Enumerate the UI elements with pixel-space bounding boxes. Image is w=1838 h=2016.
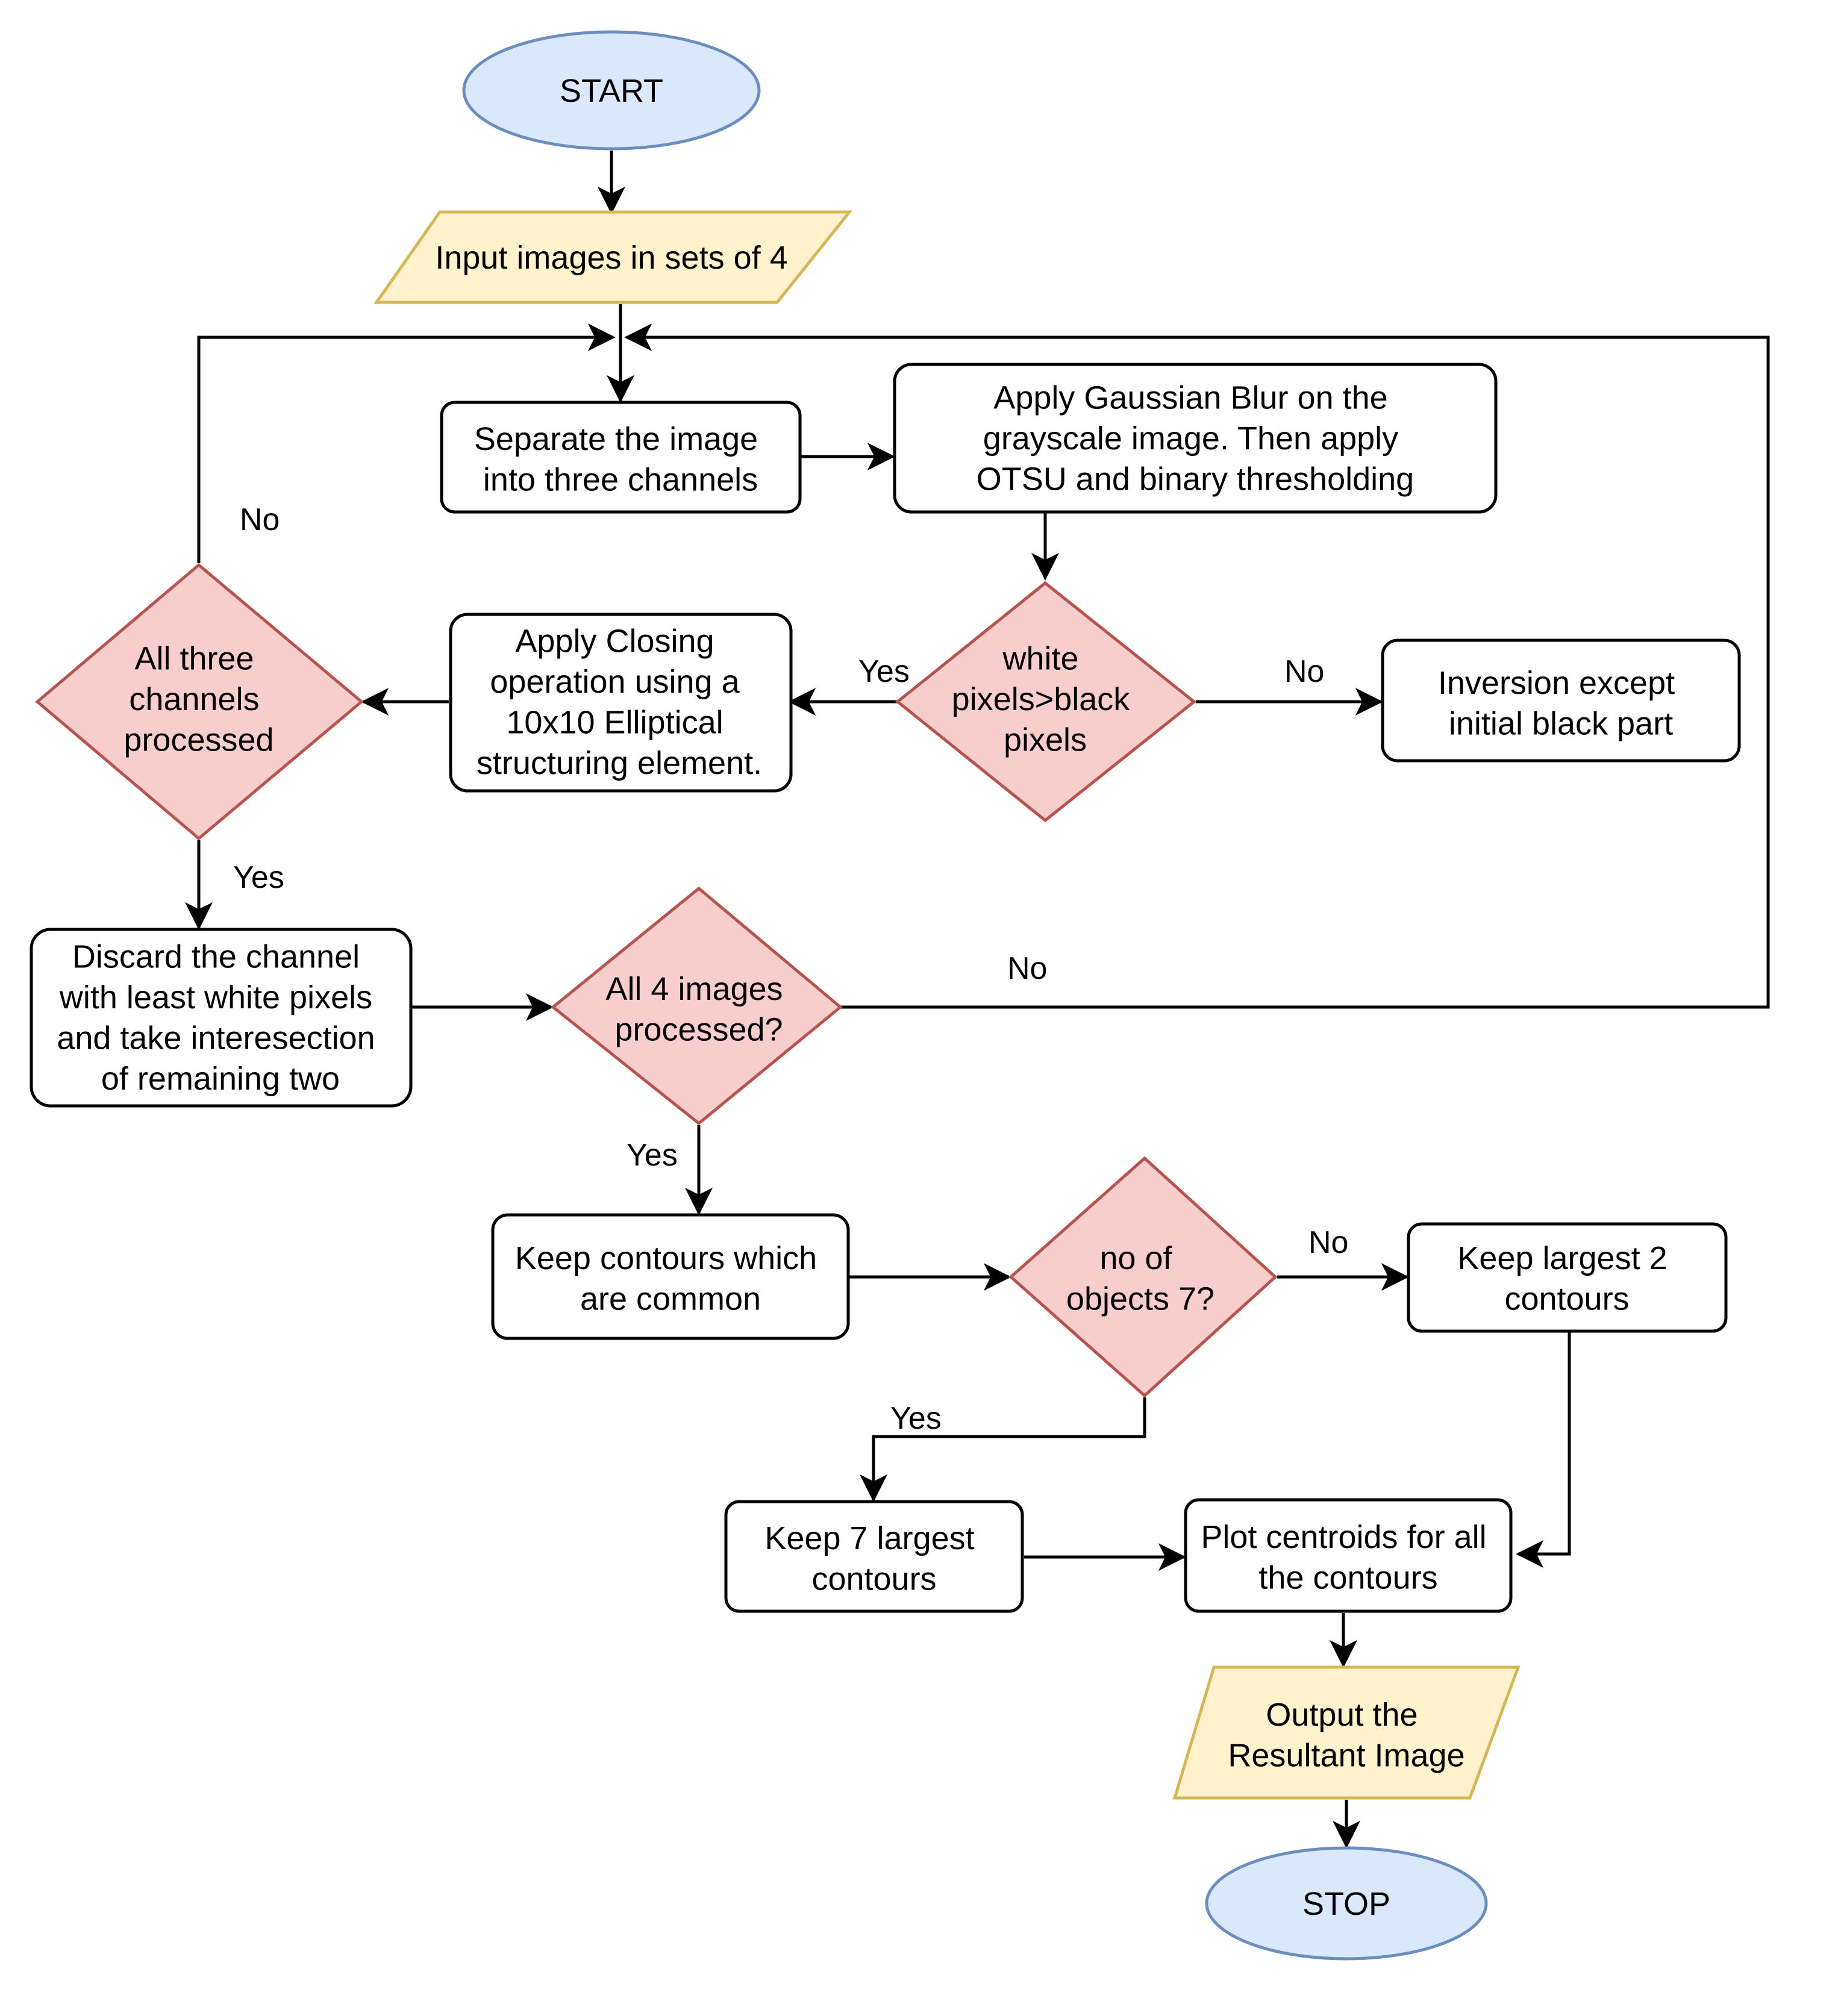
input-label: Input images in sets of 4 [435, 240, 787, 276]
keep-7-largest-box [724, 1500, 1024, 1613]
edge-label-channels-no: No [240, 502, 280, 537]
discard-channel-label: Discard the channel with least white pix… [57, 938, 384, 1097]
separate-channels-box [440, 401, 802, 514]
objects-count-label: no of objects 7? [1066, 1240, 1214, 1317]
edge-label-objects-no: No [1308, 1225, 1348, 1260]
keep-7-largest-label: Keep 7 largest contours [764, 1520, 983, 1597]
white-vs-black-label: white pixels>black pixels [952, 640, 1139, 758]
output-parallelogram [1172, 1665, 1521, 1800]
start-label: START [560, 73, 663, 109]
keep-common-contours-label: Keep contours which are common [515, 1240, 826, 1317]
edge-label-wvb-no: No [1284, 654, 1324, 689]
start-terminal [462, 30, 761, 151]
edge-channels-no-loop [197, 323, 616, 563]
output-label: Output the Resultant Image [1228, 1697, 1464, 1774]
edge-label-images-yes: Yes [627, 1138, 678, 1173]
gaussian-blur-label: Apply Gaussian Blur on the grayscale ima… [977, 379, 1414, 497]
closing-operation-box [449, 613, 793, 793]
separate-channels-label: Separate the image into three channels [474, 421, 767, 498]
inversion-box [1381, 638, 1741, 763]
images-processed-label: All 4 images processed? [605, 971, 792, 1048]
stop-label: STOP [1302, 1886, 1390, 1922]
edge-label-wvb-yes: Yes [858, 654, 910, 689]
edge-label-channels-yes: Yes [233, 860, 284, 895]
closing-operation-label: Apply Closing operation using a 10x10 El… [477, 623, 762, 781]
channels-processed-decision [35, 563, 364, 841]
edge-label-objects-yes: Yes [890, 1401, 942, 1436]
objects-count-decision [1008, 1156, 1278, 1398]
stop-terminal [1205, 1846, 1488, 1961]
white-vs-black-decision [895, 581, 1197, 823]
plot-centroids-label: Plot centroids for all the contours [1201, 1519, 1495, 1596]
edge-objects-yes-to-7-largest [860, 1397, 1146, 1502]
keep-largest-2-box [1407, 1222, 1728, 1333]
edge-label-images-no: No [1007, 951, 1047, 986]
images-processed-decision [551, 886, 843, 1126]
edge-images-no-loop [624, 323, 1770, 1009]
plot-centroids-box [1184, 1498, 1513, 1613]
keep-common-contours-box [491, 1213, 850, 1340]
discard-channel-box [30, 928, 413, 1108]
edge-largest-2-to-plot [1516, 1332, 1571, 1568]
gaussian-blur-box [893, 363, 1498, 514]
keep-largest-2-label: Keep largest 2 contours [1457, 1240, 1676, 1317]
channels-processed-label: All three channels processed [123, 640, 274, 758]
input-parallelogram [374, 210, 853, 304]
inversion-label: Inversion except initial black part [1438, 665, 1684, 742]
